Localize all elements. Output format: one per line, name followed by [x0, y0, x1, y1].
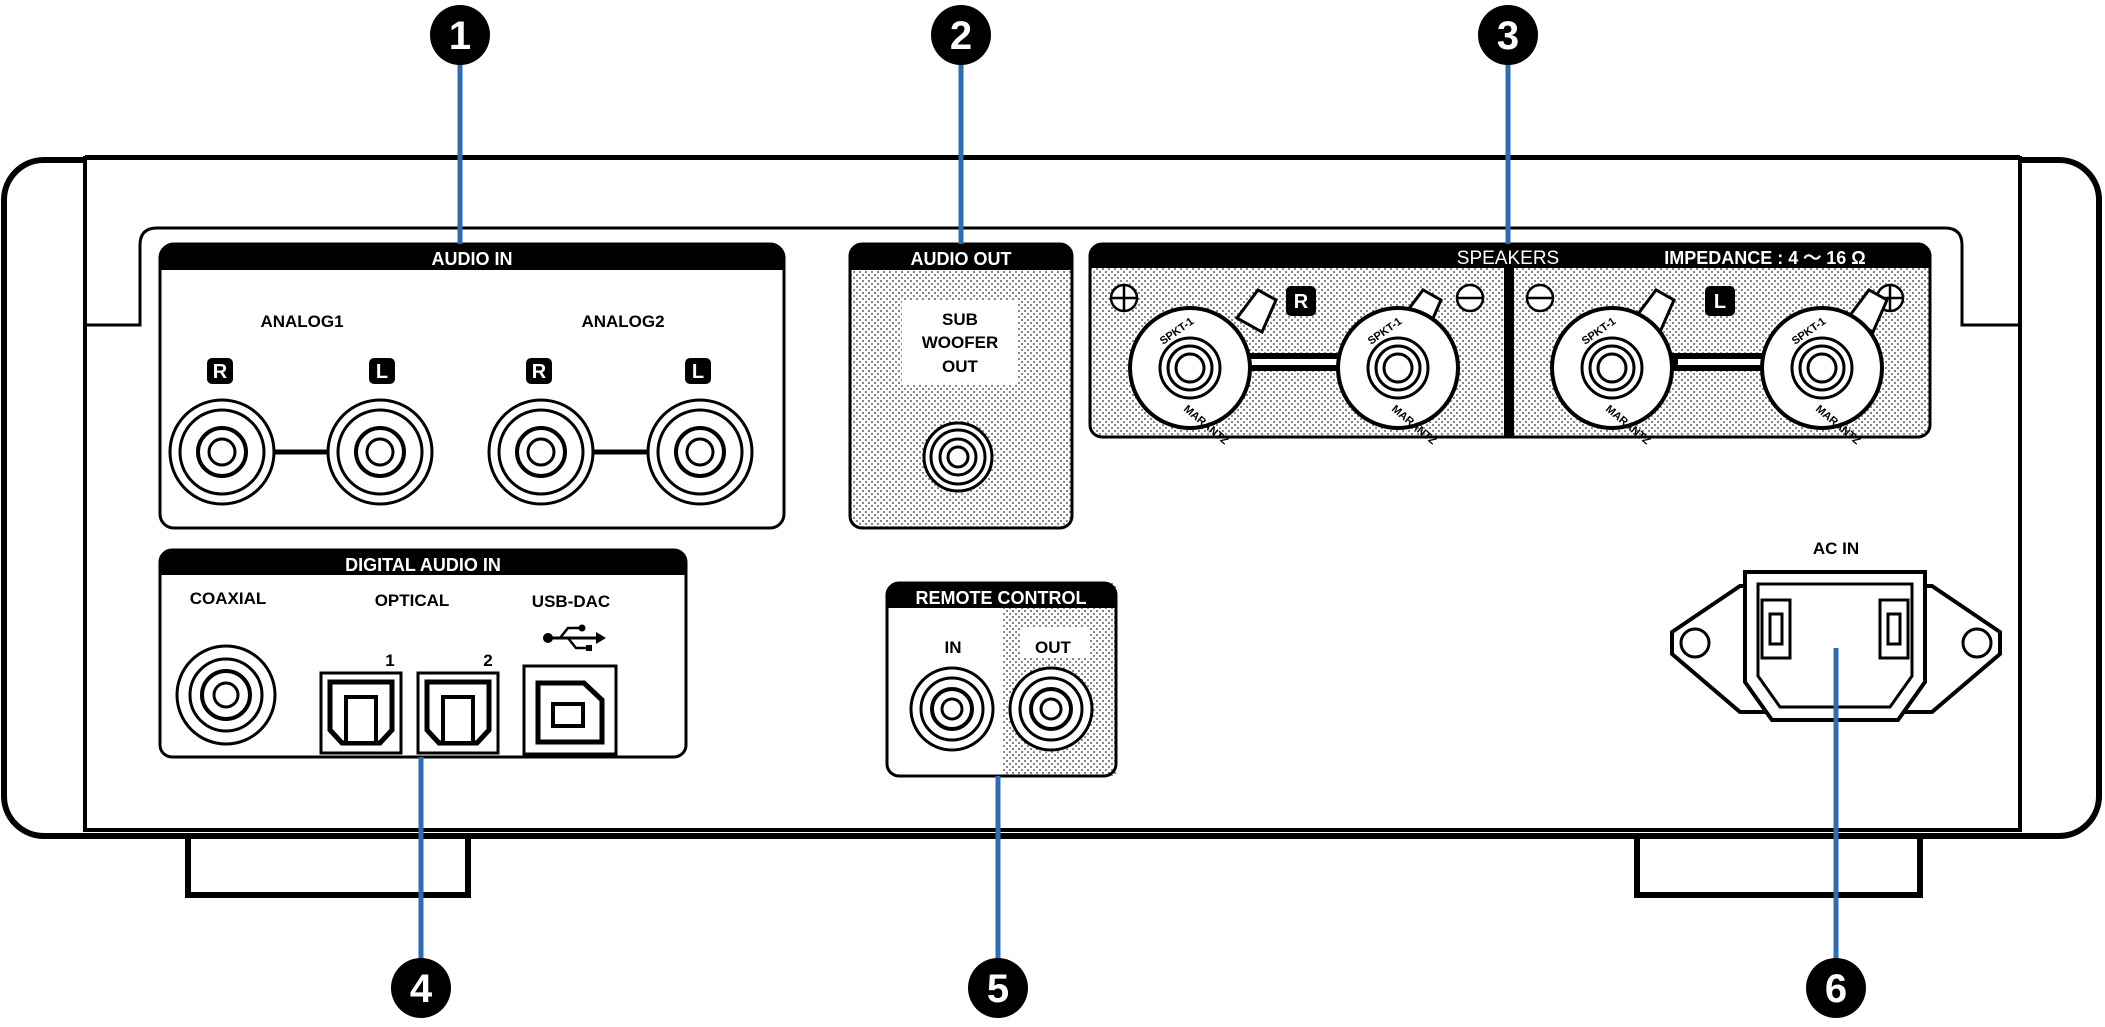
svg-text:2: 2: [950, 14, 972, 58]
minus-terminal-icon: [1525, 283, 1555, 313]
remote-in-label: IN: [945, 638, 962, 657]
speaker-badge-r: R: [1286, 286, 1316, 316]
svg-text:R: R: [213, 361, 228, 383]
callout-1: 1: [430, 5, 490, 65]
callout-5: 5: [968, 958, 1028, 1018]
speaker-l-minus-terminal[interactable]: SPKT-1 MARANTZ: [1550, 288, 1676, 447]
optical-label: OPTICAL: [375, 591, 450, 610]
speaker-r-minus-terminal[interactable]: SPKT-1 MARANTZ: [1336, 288, 1460, 447]
channel-badge-l: L: [369, 358, 395, 384]
plus-terminal-icon: [1109, 283, 1139, 313]
svg-text:5: 5: [987, 967, 1009, 1011]
remote-out-jack[interactable]: [1008, 666, 1094, 752]
analog2-label: ANALOG2: [581, 312, 664, 331]
coaxial-label: COAXIAL: [190, 589, 267, 608]
optical-2-jack[interactable]: [416, 671, 500, 755]
ac-in-inlet[interactable]: [1670, 570, 2002, 722]
analog2-l-rca-jack[interactable]: [646, 398, 754, 506]
analog1-r-rca-jack[interactable]: [168, 398, 276, 506]
subwoofer-label-line1: SUB: [942, 310, 978, 329]
speaker-l-plus-terminal[interactable]: SPKT-1 MARANTZ: [1760, 288, 1889, 447]
usb-dac-label: USB-DAC: [532, 592, 610, 611]
svg-text:L: L: [692, 361, 704, 383]
svg-text:3: 3: [1497, 14, 1519, 58]
svg-text:R: R: [532, 361, 547, 383]
digital-audio-in-section: DIGITAL AUDIO IN COAXIAL OPTICAL USB-DAC…: [158, 548, 688, 759]
channel-badge-r: R: [526, 358, 552, 384]
analog1-label: ANALOG1: [260, 312, 343, 331]
svg-text:L: L: [376, 361, 388, 383]
svg-text:R: R: [1294, 291, 1309, 313]
audio-out-section: AUDIO OUT SUB WOOFER OUT: [848, 242, 1074, 530]
svg-text:1: 1: [449, 14, 471, 58]
remote-control-section: REMOTE CONTROL IN OUT: [885, 581, 1118, 778]
subwoofer-out-jack[interactable]: [922, 421, 994, 493]
speaker-badge-l: L: [1705, 286, 1735, 316]
channel-badge-r: R: [207, 358, 233, 384]
remote-control-header: REMOTE CONTROL: [916, 588, 1087, 608]
analog2-r-rca-jack[interactable]: [487, 398, 595, 506]
callout-2: 2: [931, 5, 991, 65]
coaxial-jack[interactable]: [175, 644, 277, 746]
callout-3: 3: [1478, 5, 1538, 65]
subwoofer-label-line3: OUT: [942, 357, 979, 376]
callout-4: 4: [391, 958, 451, 1018]
ac-in-section: AC IN: [1670, 539, 2002, 722]
speakers-section: SPEAKERS IMPEDANCE : 4 〜 16 Ω R L: [1088, 242, 1932, 447]
speakers-header: SPEAKERS: [1457, 248, 1559, 269]
impedance-label: IMPEDANCE : 4 〜 16 Ω: [1664, 248, 1865, 268]
remote-out-label: OUT: [1035, 638, 1072, 657]
digital-audio-in-header: DIGITAL AUDIO IN: [345, 555, 501, 575]
analog1-l-rca-jack[interactable]: [326, 398, 434, 506]
audio-out-header: AUDIO OUT: [911, 249, 1012, 269]
svg-text:6: 6: [1825, 967, 1847, 1011]
optical-2-label: 2: [483, 651, 492, 670]
usb-icon: [543, 624, 606, 651]
svg-text:4: 4: [410, 967, 433, 1011]
callout-6: 6: [1806, 958, 1866, 1018]
svg-text:L: L: [1714, 291, 1726, 313]
ac-in-label: AC IN: [1813, 539, 1859, 558]
optical-1-jack[interactable]: [319, 671, 403, 755]
speaker-r-plus-terminal[interactable]: SPKT-1 MARANTZ: [1128, 288, 1278, 447]
channel-badge-l: L: [685, 358, 711, 384]
audio-in-section: AUDIO IN ANALOG1 ANALOG2 R L R L: [158, 242, 786, 530]
subwoofer-label-line2: WOOFER: [922, 333, 999, 352]
callout-lines: [418, 62, 1839, 962]
optical-1-label: 1: [385, 651, 394, 670]
usb-dac-port[interactable]: [522, 664, 618, 756]
remote-in-jack[interactable]: [909, 666, 995, 752]
audio-in-header: AUDIO IN: [432, 249, 513, 269]
minus-terminal-icon: [1455, 283, 1485, 313]
